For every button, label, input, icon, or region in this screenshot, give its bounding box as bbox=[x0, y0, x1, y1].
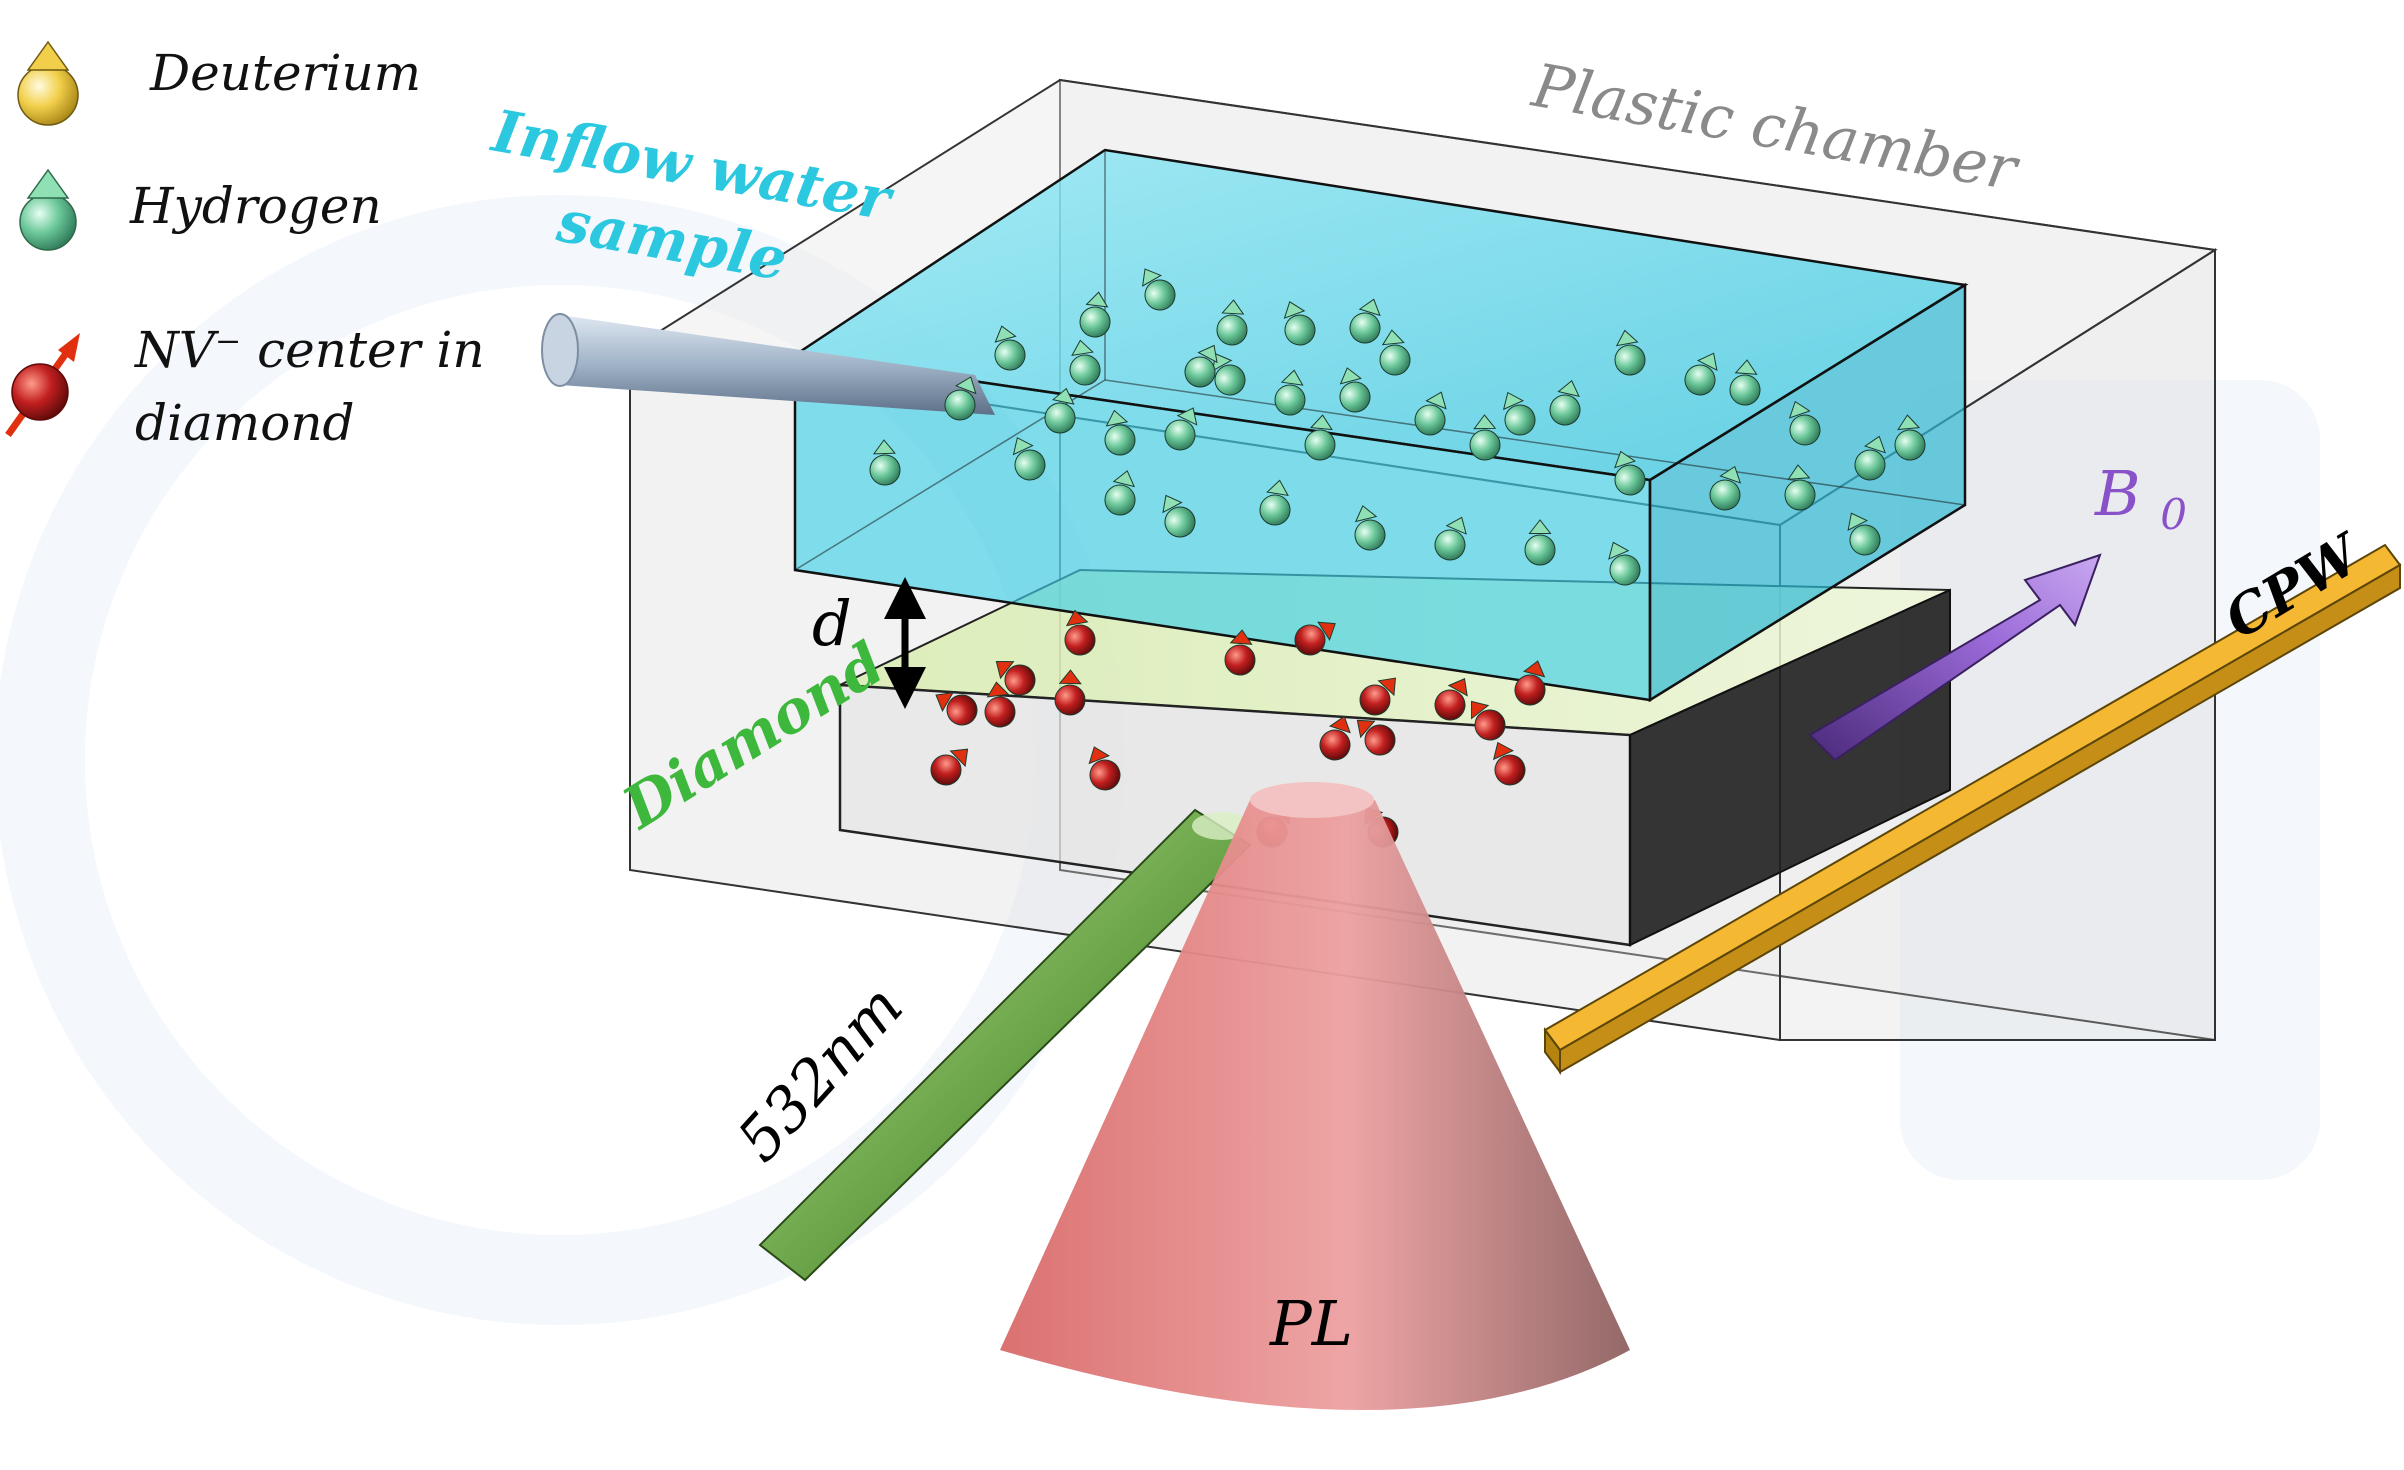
hydrogen-spin bbox=[1259, 479, 1291, 526]
pl-label: PL bbox=[1269, 1287, 1353, 1360]
hydrogen-spin bbox=[994, 325, 1026, 371]
nv-center-spin bbox=[1294, 621, 1336, 656]
inflow-pipe bbox=[541, 313, 995, 415]
hydrogen-spin bbox=[1847, 512, 1881, 556]
nv-center-spin bbox=[1471, 700, 1506, 741]
hydrogen-spin-icon bbox=[19, 168, 77, 251]
legend-icons bbox=[5, 40, 80, 438]
b0-label-main: B bbox=[2094, 457, 2141, 530]
hydrogen-spin bbox=[1549, 379, 1581, 426]
nv-center-spin bbox=[1492, 741, 1526, 786]
hydrogen-spin bbox=[1162, 494, 1196, 538]
hydrogen-spin bbox=[1709, 465, 1742, 511]
hydrogen-spin bbox=[1349, 298, 1381, 344]
hydrogen-spin bbox=[1184, 344, 1218, 388]
hydrogen-spin bbox=[1069, 339, 1101, 386]
hydrogen-spin bbox=[1044, 387, 1076, 434]
b0-label: B 0 bbox=[2094, 457, 2187, 539]
water-spins bbox=[869, 268, 1926, 586]
hydrogen-spin bbox=[1469, 414, 1501, 461]
hydrogen-spin bbox=[1142, 268, 1176, 311]
hydrogen-spin bbox=[1274, 369, 1306, 416]
nv-center-spin bbox=[1088, 746, 1121, 791]
nv-center-spin bbox=[984, 681, 1016, 728]
hydrogen-spin bbox=[1788, 400, 1821, 446]
hydrogen-spin bbox=[1216, 299, 1248, 346]
hydrogen-spin bbox=[1354, 505, 1386, 551]
hydrogen-spin bbox=[1104, 409, 1136, 456]
hydrogen-spin bbox=[1784, 464, 1816, 511]
hydrogen-spin bbox=[869, 439, 901, 486]
legend-nv-label-line1: NV⁻ center in bbox=[135, 321, 485, 379]
legend-hydrogen-label: Hydrogen bbox=[130, 177, 382, 235]
b0-label-sub: 0 bbox=[2160, 490, 2187, 539]
hydrogen-spin bbox=[1524, 519, 1556, 566]
hydrogen-spin bbox=[1164, 407, 1198, 451]
hydrogen-spin bbox=[944, 376, 977, 421]
hydrogen-spin bbox=[1502, 391, 1536, 436]
nv-center-spin bbox=[1224, 629, 1256, 676]
nv-center-spin bbox=[1359, 677, 1397, 716]
cpw-strip bbox=[1543, 543, 2402, 1075]
hydrogen-spin bbox=[1339, 367, 1371, 413]
nv-center-spin bbox=[1064, 609, 1096, 656]
hydrogen-spin bbox=[1283, 301, 1316, 346]
hydrogen-spin bbox=[1729, 359, 1761, 406]
hydrogen-spin bbox=[1012, 437, 1046, 481]
legend-deuterium-label: Deuterium bbox=[150, 44, 422, 102]
hydrogen-spin bbox=[1854, 435, 1886, 481]
hydrogen-spin bbox=[1684, 352, 1718, 396]
hydrogen-spin bbox=[1414, 391, 1447, 436]
nv-center-spin-icon bbox=[5, 333, 80, 438]
hydrogen-spin bbox=[1434, 516, 1467, 561]
hydrogen-spin bbox=[1614, 329, 1646, 376]
hydrogen-spin bbox=[1212, 353, 1246, 396]
hydrogen-spin bbox=[1894, 414, 1926, 461]
nv-center-spin bbox=[1356, 719, 1396, 756]
nv-center-spin bbox=[1054, 669, 1086, 716]
distance-label: d bbox=[812, 587, 852, 660]
legend-nv-label-line2: diamond bbox=[135, 394, 355, 452]
hydrogen-spin bbox=[1379, 329, 1411, 376]
magnetic-field-arrow-icon bbox=[1808, 553, 2102, 762]
deuterium-spin-icon bbox=[17, 40, 79, 126]
nv-center-spin bbox=[930, 748, 969, 786]
hydrogen-spin bbox=[1104, 470, 1136, 516]
nv-center-spin bbox=[1319, 715, 1351, 761]
hydrogen-spin bbox=[1614, 450, 1646, 496]
nv-center-spin bbox=[995, 661, 1036, 696]
hydrogen-spin bbox=[1079, 291, 1111, 338]
nv-center-spin bbox=[1514, 660, 1546, 706]
nv-center-spin bbox=[1434, 678, 1468, 721]
hydrogen-spin bbox=[1304, 414, 1336, 461]
pl-cone bbox=[1000, 782, 1630, 1410]
nv-center-spin bbox=[935, 692, 978, 726]
nv-spins bbox=[930, 609, 1546, 848]
hydrogen-spin bbox=[1608, 541, 1641, 586]
